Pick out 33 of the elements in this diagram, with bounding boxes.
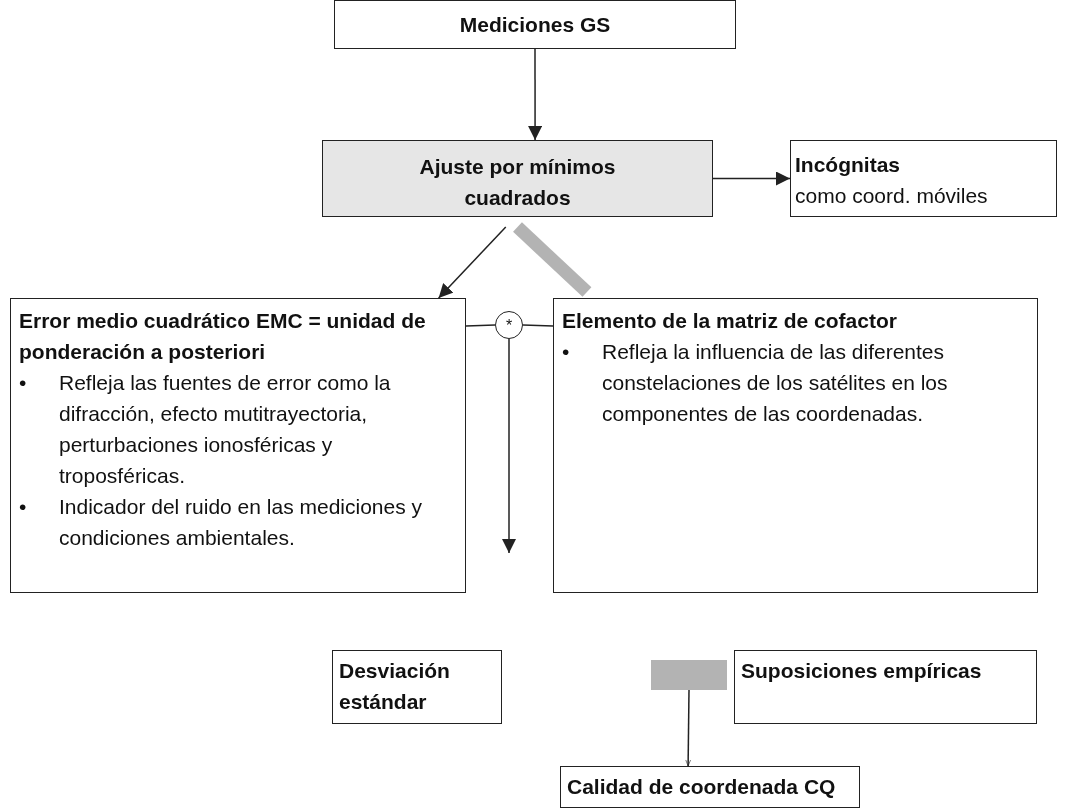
connector-line	[522, 324, 554, 327]
connector-line	[513, 222, 592, 297]
junction-circle: *	[495, 311, 523, 339]
box-label: Ajuste por mínimos cuadrados	[418, 154, 617, 211]
arrow	[685, 689, 691, 767]
box-label: Mediciones GS	[458, 12, 612, 38]
info-box	[10, 298, 466, 593]
box-heading: Elemento de la matriz de cofactor	[562, 308, 898, 334]
box-heading: Incógnitas	[795, 152, 901, 178]
bullet-text: Indicador del ruido en las mediciones y condiciones ambientales.	[59, 494, 424, 551]
process-box	[322, 140, 713, 217]
box-label: Desviación estándar	[339, 658, 451, 715]
bullet-marker: •	[562, 339, 571, 365]
connector-block	[651, 660, 727, 690]
process-box	[734, 650, 1037, 724]
arrow	[712, 171, 791, 186]
bullet-text: Refleja la influencia de las diferentes constelaciones de los satélites en los componentes de las coordenadas.	[602, 339, 949, 427]
result-box	[790, 140, 1057, 217]
process-box	[334, 0, 736, 49]
bullet-marker: •	[19, 494, 28, 520]
arrow	[437, 226, 507, 299]
box-label: Suposiciones empíricas	[741, 658, 983, 684]
bullet-marker: •	[19, 370, 28, 396]
box-label: Calidad de coordenada CQ	[567, 774, 837, 800]
bullet-text: Refleja las fuentes de error como la difracción, efecto mutitrayectoria, perturbaciones ionosféricas y troposféricas.	[59, 370, 392, 489]
process-box	[560, 766, 860, 808]
box-heading: Error medio cuadrático EMC = unidad de ponderación a posteriori	[19, 308, 427, 365]
arrow	[528, 48, 543, 141]
box-text: como coord. móviles	[795, 183, 989, 209]
info-box	[553, 298, 1038, 593]
connector-line	[465, 324, 496, 327]
arrow	[502, 338, 516, 554]
process-box	[332, 650, 502, 724]
